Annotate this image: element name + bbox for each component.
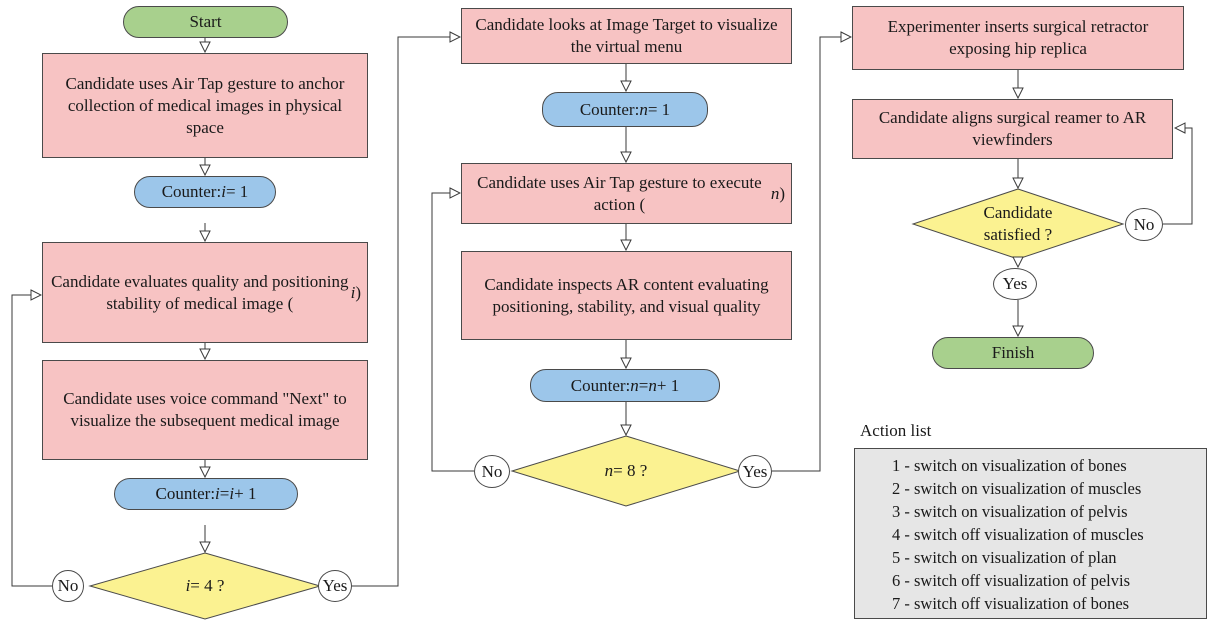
counter-i-init: Counter: i = 1 <box>134 176 276 208</box>
decision-satisfied-no: No <box>1125 208 1163 241</box>
voice-command-step: Candidate uses voice command "Next" to v… <box>42 360 368 460</box>
arrow-yes-to-column3 <box>772 37 851 472</box>
decision-i-diamond <box>88 552 322 620</box>
inspect-ar-step: Candidate inspects AR content evaluating… <box>461 251 792 340</box>
counter-i-increment: Counter: i = i + 1 <box>114 478 298 510</box>
decision-n-label: n = 8 ? <box>604 461 648 480</box>
look-at-target-step: Candidate looks at Image Target to visua… <box>461 8 792 64</box>
decision-n-diamond <box>510 435 742 507</box>
insert-retractor-step: Experimenter inserts surgical retractor … <box>852 6 1184 70</box>
evaluate-image-step: Candidate evaluates quality and position… <box>42 242 368 343</box>
decision-i-yes: Yes <box>318 570 352 602</box>
decision-satisfied-label: Candidate satisfied ? <box>983 203 1053 244</box>
arrow-no-loop-n <box>431 193 474 472</box>
execute-action-step: Candidate uses Air Tap gesture to execut… <box>461 163 792 224</box>
decision-i-no: No <box>52 570 84 602</box>
anchor-images-step: Candidate uses Air Tap gesture to anchor… <box>42 53 368 158</box>
decision-i-label: i = 4 ? <box>185 576 225 595</box>
action-list-item: 7 - switch off visualization of bones <box>892 594 1130 613</box>
decision-n-yes: Yes <box>738 455 772 488</box>
finish-terminal: Finish <box>932 337 1094 369</box>
arrow-no-loop-i <box>11 295 52 587</box>
action-list-item: 4 - switch off visualization of muscles <box>892 525 1144 544</box>
action-list-item: 2 - switch on visualization of muscles <box>892 479 1142 498</box>
start-terminal: Start <box>123 6 288 38</box>
decision-satisfied-yes: Yes <box>993 268 1037 300</box>
action-list-item: 6 - switch off visualization of pelvis <box>892 571 1130 590</box>
counter-n-increment: Counter: n = n + 1 <box>530 369 720 402</box>
action-list-item: 5 - switch on visualization of plan <box>892 548 1117 567</box>
action-list: 1 - switch on visualization of bones 2 -… <box>854 448 1207 619</box>
counter-n-init: Counter: n = 1 <box>542 92 708 127</box>
align-reamer-step: Candidate aligns surgical reamer to AR v… <box>852 99 1173 159</box>
action-list-title: Action list <box>860 421 932 440</box>
arrow-yes-to-column2 <box>352 37 460 587</box>
arrow-no-loop-satisfied <box>1163 128 1193 225</box>
action-list-item: 3 - switch on visualization of pelvis <box>892 502 1128 521</box>
action-list-item: 1 - switch on visualization of bones <box>892 456 1127 475</box>
decision-n-no: No <box>474 455 510 488</box>
